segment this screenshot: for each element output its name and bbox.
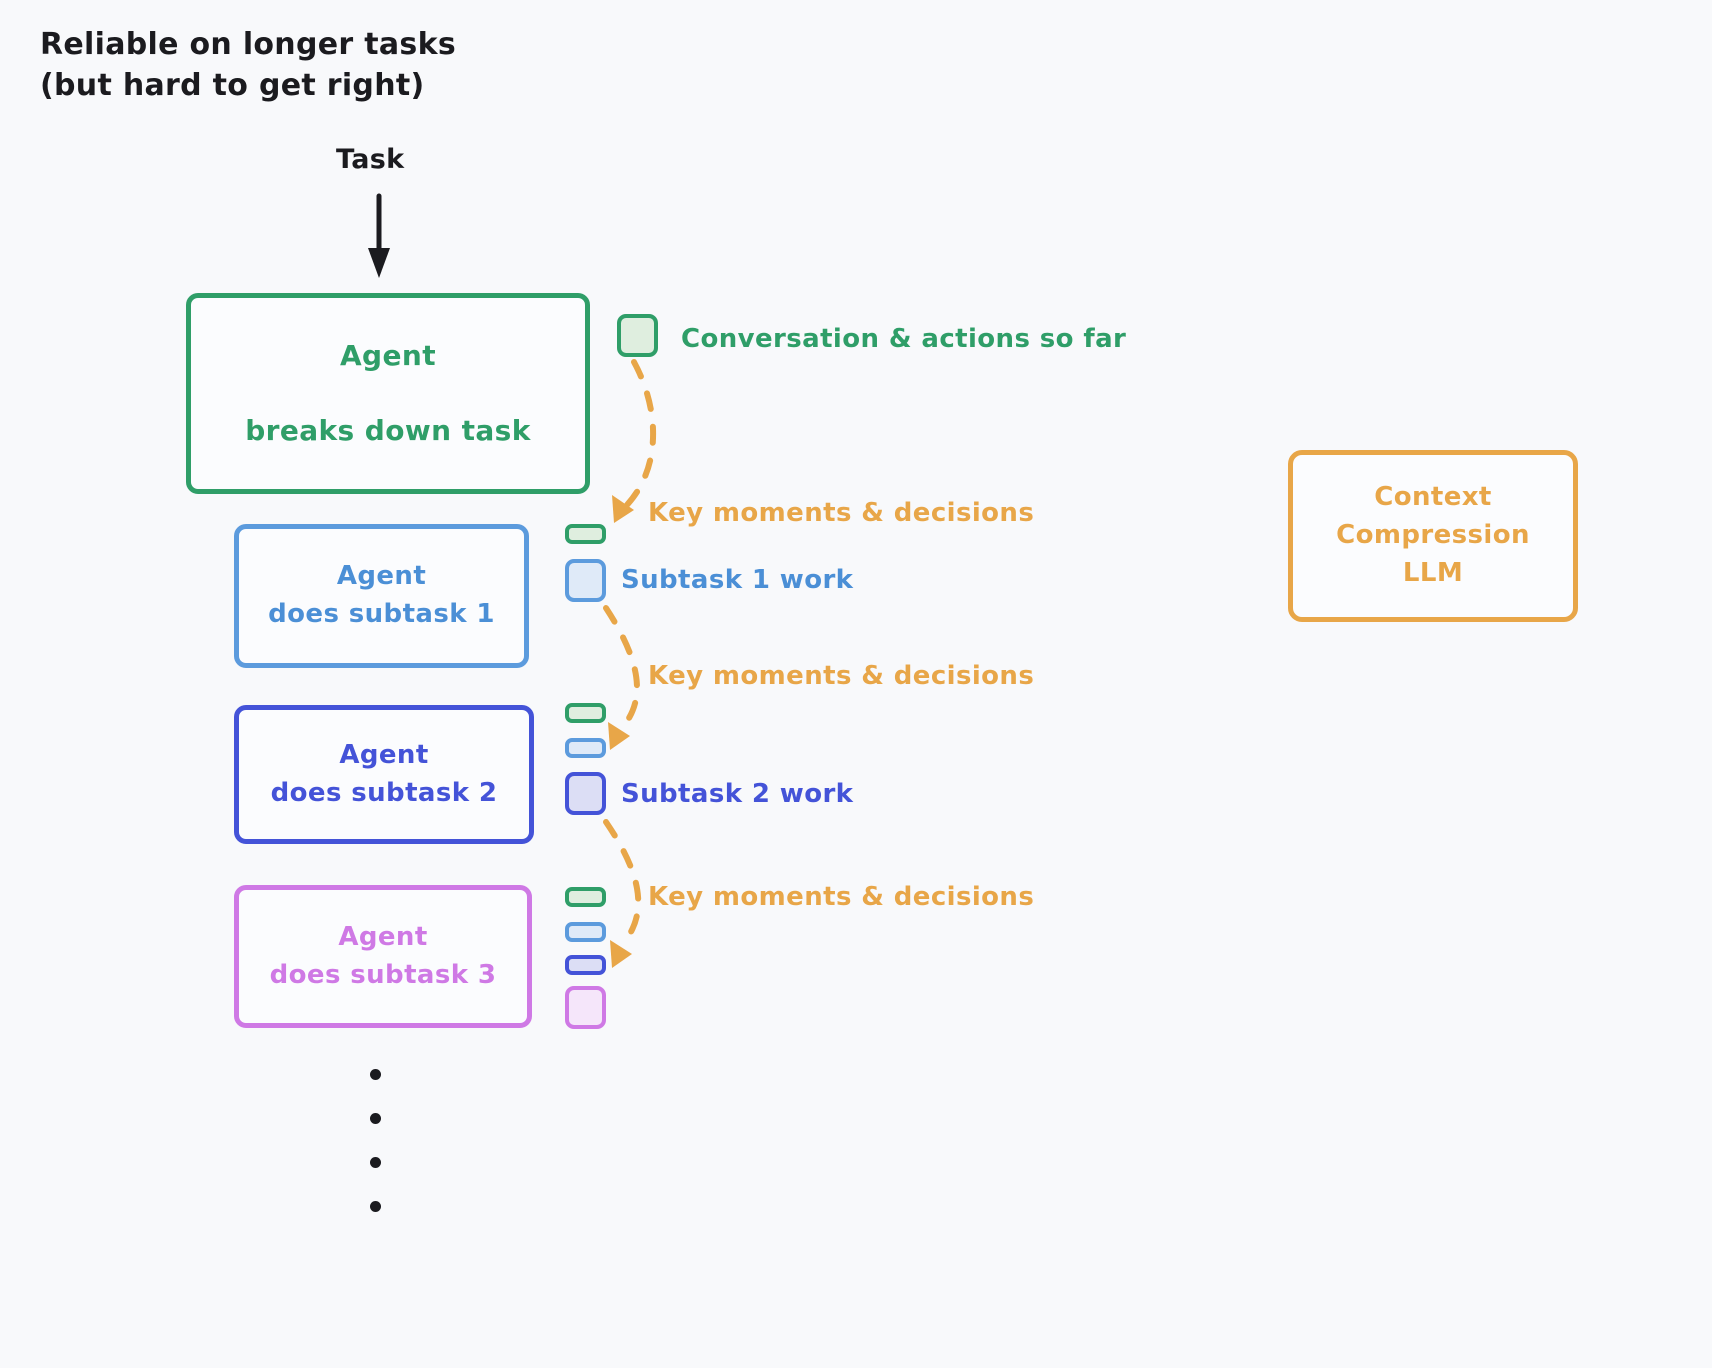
subtask-2-work-label: Subtask 2 work <box>621 779 854 809</box>
indigo-context-chip <box>565 772 606 815</box>
blue-context-chip <box>565 559 606 602</box>
agent-box-subtask-3-subtitle: does subtask 3 <box>269 959 497 990</box>
agent-box-main-subtitle: breaks down task <box>245 413 531 447</box>
agent-box-subtask-2-subtitle: does subtask 2 <box>270 777 498 808</box>
agent-box-subtask-2[interactable]: Agent does subtask 2 <box>234 705 534 844</box>
context-compression-llm-box[interactable]: Context Compression LLM <box>1288 450 1578 622</box>
green-compressed-chip-1 <box>565 524 606 544</box>
green-context-chip <box>617 314 658 357</box>
green-compressed-chip-2 <box>565 703 606 723</box>
compression-arrow-2-icon <box>603 605 640 750</box>
key-moments-label-1: Key moments & decisions <box>648 498 1035 528</box>
agent-box-subtask-1-subtitle: does subtask 1 <box>268 599 495 629</box>
agent-box-subtask-1-title: Agent <box>336 561 427 592</box>
indigo-compressed-chip <box>565 955 606 975</box>
conversation-label: Conversation & actions so far <box>681 324 1127 354</box>
agent-box-main[interactable]: Agent breaks down task <box>186 293 590 494</box>
ellipsis-dot-3 <box>370 1157 381 1168</box>
agent-box-subtask-3[interactable]: Agent does subtask 3 <box>234 885 532 1028</box>
agent-box-subtask-2-title: Agent <box>339 739 429 770</box>
ellipsis-dot-2 <box>370 1113 381 1124</box>
agent-box-main-title: Agent <box>339 339 437 373</box>
blue-compressed-chip-3 <box>565 922 606 942</box>
agent-box-subtask-1[interactable]: Agent does subtask 1 <box>234 524 529 668</box>
purple-context-chip <box>565 986 606 1029</box>
ellipsis-dot-1 <box>370 1069 381 1080</box>
task-arrow-icon <box>368 193 390 278</box>
compression-arrow-3-icon <box>603 819 642 968</box>
agent-box-subtask-3-title: Agent <box>338 921 428 952</box>
task-label: Task <box>336 144 405 175</box>
ellipsis-dot-4 <box>370 1201 381 1212</box>
key-moments-label-2: Key moments & decisions <box>648 661 1035 691</box>
blue-compressed-chip-2 <box>565 738 606 758</box>
compression-arrow-1-icon <box>612 359 657 523</box>
subtask-1-work-label: Subtask 1 work <box>621 565 854 595</box>
page-title: Reliable on longer tasks (but hard to ge… <box>40 27 456 104</box>
green-compressed-chip-3 <box>565 887 606 907</box>
key-moments-label-3: Key moments & decisions <box>648 882 1035 912</box>
